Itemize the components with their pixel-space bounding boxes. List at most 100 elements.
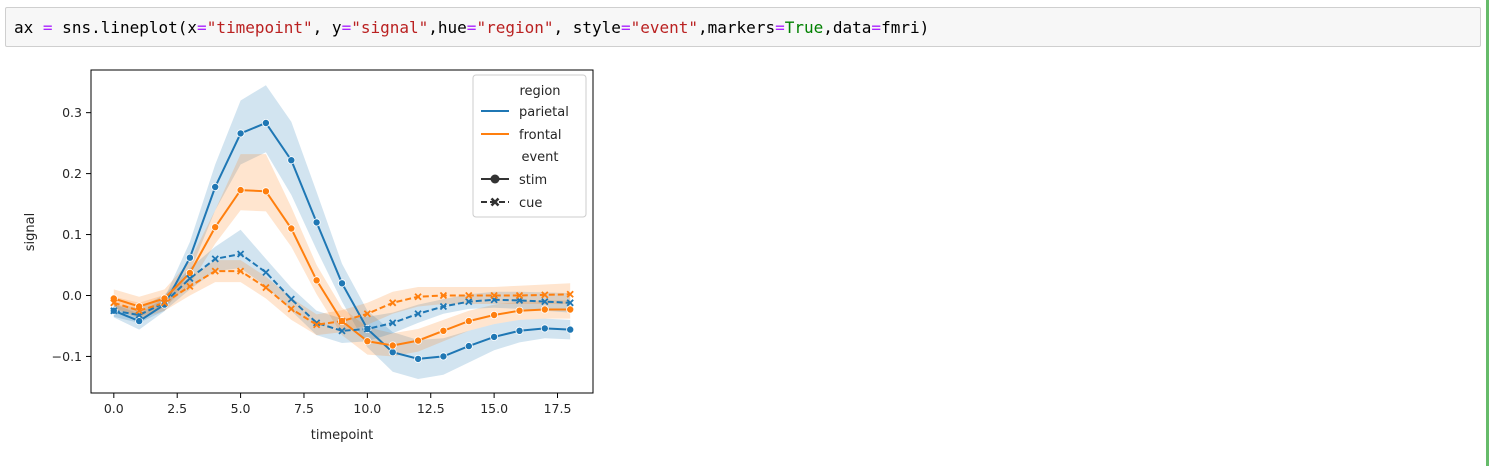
band-parietal-cue <box>113 229 571 343</box>
band-frontal-stim <box>113 154 571 357</box>
legend-label-cue: cue <box>519 196 542 211</box>
code-token: , style <box>553 18 621 37</box>
y-tick-label: 0.1 <box>62 227 82 242</box>
point-parietal-cue <box>338 327 346 335</box>
code-token: fmri) <box>881 18 930 37</box>
point-frontal-cue <box>313 321 321 329</box>
point-frontal-stim <box>414 336 423 345</box>
point-parietal-stim <box>135 317 144 326</box>
plot-frame <box>90 69 594 394</box>
point-parietal-stim <box>185 253 194 262</box>
code-token: sns.lineplot(x <box>52 18 198 37</box>
code-token: , y <box>312 18 342 37</box>
point-frontal-cue <box>389 299 397 307</box>
point-frontal-cue <box>439 291 448 300</box>
point-parietal-cue <box>566 299 574 307</box>
cell-selection-bar <box>1486 0 1489 466</box>
band-frontal-cue <box>113 260 571 336</box>
point-frontal-cue <box>338 317 346 325</box>
point-parietal-stim <box>515 326 524 335</box>
code-token: ,markers <box>698 18 776 37</box>
point-frontal-cue <box>211 267 219 275</box>
point-frontal-cue <box>414 293 422 301</box>
point-parietal-stim <box>439 352 448 361</box>
point-frontal-cue <box>186 282 194 290</box>
point-parietal-cue <box>439 302 448 311</box>
x-tick-label: 2.5 <box>167 401 187 416</box>
point-parietal-stim <box>236 129 245 138</box>
legend-swatch-cue-marker <box>490 197 500 207</box>
code-token: = <box>620 18 631 37</box>
code-token: ,data <box>823 18 872 37</box>
point-frontal-stim <box>287 224 296 233</box>
y-tick-label: 0.0 <box>62 288 82 303</box>
y-tick-label: 0.2 <box>62 166 82 181</box>
y-axis-ticks: −0.10.00.10.20.3 <box>52 105 91 364</box>
point-parietal-cue <box>414 310 422 318</box>
x-axis-label: timepoint <box>311 428 374 443</box>
code-token: = <box>197 18 207 37</box>
code-token: = <box>341 18 352 37</box>
point-frontal-stim <box>464 317 473 326</box>
point-frontal-cue <box>465 291 473 300</box>
point-frontal-cue <box>363 310 371 318</box>
point-frontal-stim <box>515 306 524 315</box>
point-frontal-cue <box>110 299 118 307</box>
code-token: True <box>784 18 824 37</box>
point-frontal-stim <box>490 310 499 319</box>
legend-label-frontal: frontal <box>519 128 562 143</box>
x-tick-label: 15.0 <box>480 401 508 416</box>
point-parietal-stim <box>287 156 296 165</box>
point-parietal-stim <box>414 354 423 363</box>
legend-label-stim: stim <box>519 173 547 188</box>
point-parietal-cue <box>186 274 194 283</box>
code-token: "region" <box>476 18 554 37</box>
point-frontal-cue <box>287 305 295 313</box>
series-markers <box>109 119 575 363</box>
point-frontal-stim <box>211 223 220 232</box>
code-cell[interactable]: ax = sns.lineplot(x="timepoint", y="sign… <box>5 7 1481 47</box>
point-frontal-stim <box>439 326 448 335</box>
legend-title-event: event <box>521 150 558 165</box>
point-parietal-stim <box>566 325 575 334</box>
point-parietal-stim <box>261 119 270 128</box>
point-parietal-cue <box>313 319 321 327</box>
point-frontal-stim <box>236 186 245 195</box>
point-parietal-stim <box>464 342 473 351</box>
point-frontal-cue <box>515 291 524 300</box>
legend-label-parietal: parietal <box>519 105 569 120</box>
point-parietal-cue <box>465 297 473 306</box>
x-tick-label: 17.5 <box>544 401 572 416</box>
point-parietal-cue <box>211 255 219 263</box>
legend: region parietal frontal event stim cue <box>472 74 587 218</box>
point-frontal-cue <box>236 267 245 275</box>
x-tick-label: 10.0 <box>353 401 381 416</box>
code-token: "signal" <box>351 18 429 37</box>
point-parietal-stim <box>337 279 346 288</box>
point-frontal-cue <box>262 283 270 292</box>
code-token: = <box>42 18 53 37</box>
point-parietal-cue <box>389 319 397 327</box>
code-line[interactable]: ax = sns.lineplot(x="timepoint", y="sign… <box>14 18 929 38</box>
code-token: "event" <box>630 18 699 37</box>
point-parietal-cue <box>287 295 295 303</box>
point-parietal-stim <box>388 348 397 357</box>
point-frontal-stim <box>388 341 397 350</box>
code-token: = <box>775 18 785 37</box>
x-tick-label: 7.5 <box>294 401 314 416</box>
point-parietal-stim <box>312 218 321 227</box>
y-tick-label: −0.1 <box>52 349 82 364</box>
point-parietal-cue <box>236 250 245 258</box>
point-parietal-cue <box>262 268 270 276</box>
point-parietal-stim <box>490 332 499 341</box>
point-frontal-stim <box>363 337 372 346</box>
code-token: ax <box>14 18 43 37</box>
legend-swatch-stim-marker <box>490 174 500 184</box>
point-parietal-cue <box>541 297 549 306</box>
code-token: = <box>871 18 882 37</box>
point-frontal-cue <box>490 291 498 300</box>
point-frontal-cue <box>160 299 169 307</box>
